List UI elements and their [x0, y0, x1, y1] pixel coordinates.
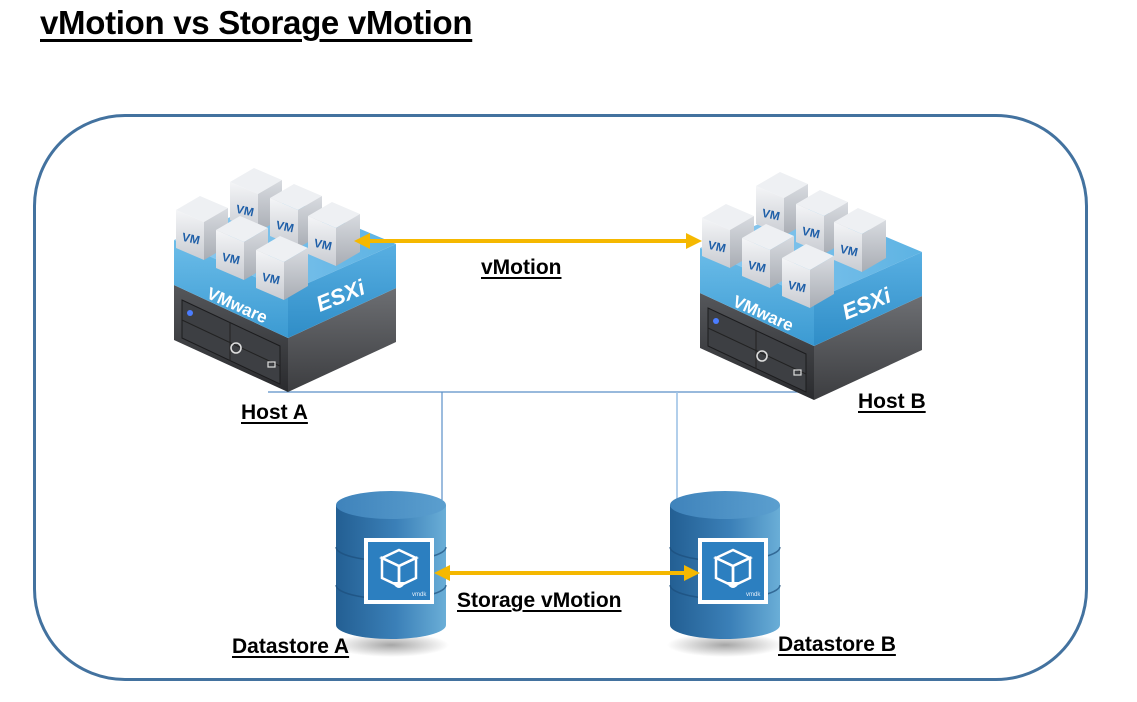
storage-network-lines: [268, 391, 808, 500]
environment-boundary: [33, 114, 1088, 681]
vm-icon: [834, 208, 886, 272]
arrow-head-right-icon: [684, 565, 700, 581]
vmotion-label: vMotion: [481, 256, 562, 279]
arrow-head-right-icon: [686, 233, 702, 249]
arrow-head-left-icon: [434, 565, 450, 581]
storage-vmotion-label: Storage vMotion: [457, 589, 622, 612]
vm-icon: [256, 236, 308, 300]
host-a-esxi-server: VMware ESXi: [173, 168, 397, 393]
host-b-label: Host B: [858, 390, 926, 413]
datastore-b-label: Datastore B: [778, 633, 896, 656]
datastore-a-cylinder: [332, 490, 450, 658]
host-b-esxi-server: VMware ESXi: [699, 172, 923, 401]
vmdk-file-icon: [696, 536, 770, 606]
vm-icon: [308, 202, 360, 266]
vm-icon: [782, 244, 834, 308]
host-a-label: Host A: [241, 401, 308, 424]
storage-vmotion-arrow: [434, 565, 700, 581]
vmdk-file-icon: [362, 536, 436, 606]
datastore-a-label: Datastore A: [232, 635, 350, 658]
page-title: vMotion vs Storage vMotion: [40, 4, 473, 41]
vmotion-arrow: [354, 233, 702, 249]
arrow-head-left-icon: [354, 233, 370, 249]
